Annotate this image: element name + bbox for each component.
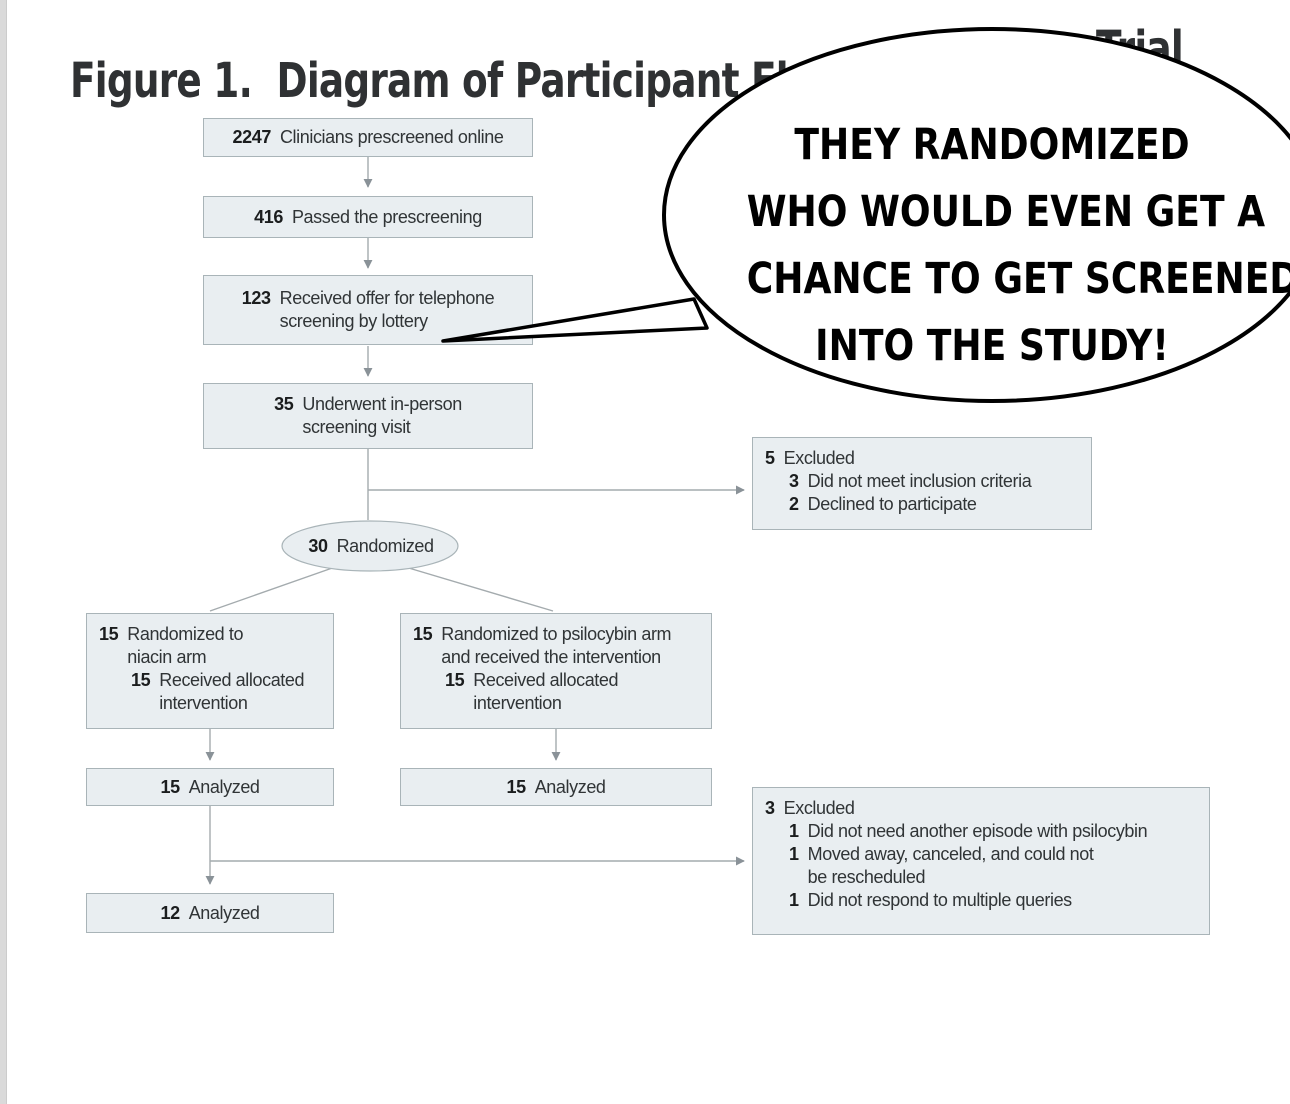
niacin-count: 15 <box>99 624 119 644</box>
excluded1-label: Excluded <box>783 448 855 468</box>
niacin-received-count: 15 <box>131 670 151 690</box>
analyzed-final-label: Analyzed <box>188 902 260 923</box>
niacin-received-label: Received allocated intervention <box>159 670 305 713</box>
offer-count: 123 <box>241 288 271 308</box>
randomized-ellipse <box>281 520 459 572</box>
randomized-label: Randomized <box>336 535 434 556</box>
excluded2-count: 3 <box>765 798 775 818</box>
excluded1-item-label: Declined to participate <box>807 494 977 514</box>
psilocybin-count: 15 <box>413 624 433 644</box>
psilocybin-received-count: 15 <box>445 670 465 690</box>
passed-label: Passed the prescreening <box>291 206 482 227</box>
excluded2-label: Excluded <box>783 798 855 818</box>
excluded1-item-label: Did not meet inclusion criteria <box>807 471 1032 491</box>
randomized-label-group: 30 Randomized <box>283 523 459 569</box>
offer-label: Received offer for telephone screening b… <box>279 288 495 331</box>
prescreened-label: Clinicians prescreened online <box>279 127 504 147</box>
excluded2-item-count: 1 <box>789 821 799 841</box>
prescreened-count: 2247 <box>232 127 272 147</box>
excluded1-item-count: 3 <box>789 471 799 491</box>
bubble-line: WHO WOULD EVEN GET A <box>746 187 1266 237</box>
flow-box-analyzed-psilocybin: 15 Analyzed <box>400 768 712 806</box>
flow-box-psilocybin-arm: 15 Randomized to psilocybin arm and rece… <box>400 613 712 729</box>
analyzed-final-count: 12 <box>160 902 180 923</box>
analyzed-psilocybin-count: 15 <box>506 776 526 797</box>
excluded2-item-count: 1 <box>789 844 799 864</box>
inperson-count: 35 <box>274 394 294 414</box>
speech-bubble-text: THEY RANDOMIZED WHO WOULD EVEN GET A CHA… <box>746 112 1290 380</box>
bubble-line: THEY RANDOMIZED <box>794 120 1190 170</box>
psilocybin-label: Randomized to psilocybin arm and receive… <box>441 624 672 667</box>
flow-box-analyzed-niacin: 15 Analyzed <box>86 768 334 806</box>
flow-box-passed: 416 Passed the prescreening <box>203 196 533 238</box>
flow-box-inperson: 35 Underwent in-person screening visit <box>203 383 533 449</box>
analyzed-psilocybin-label: Analyzed <box>534 776 606 797</box>
excluded1-count: 5 <box>765 448 775 468</box>
bubble-line: CHANCE TO GET SCREENED <box>746 254 1290 304</box>
passed-count: 416 <box>254 206 283 227</box>
flow-box-analyzed-final: 12 Analyzed <box>86 893 334 933</box>
excluded1-item-count: 2 <box>789 494 799 514</box>
excluded2-item-count: 1 <box>789 890 799 910</box>
page-left-edge-strip <box>0 0 7 1104</box>
flow-box-excluded-screening: 5 Excluded 3 Did not meet inclusion crit… <box>752 437 1092 530</box>
analyzed-niacin-count: 15 <box>160 776 180 797</box>
randomized-count: 30 <box>308 535 328 556</box>
excluded2-item-label: Moved away, canceled, and could not be r… <box>807 844 1094 887</box>
flow-box-prescreened: 2247 Clinicians prescreened online <box>203 118 533 157</box>
bubble-line: INTO THE STUDY! <box>815 321 1169 371</box>
analyzed-niacin-label: Analyzed <box>188 776 260 797</box>
flow-box-offer: 123 Received offer for telephone screeni… <box>203 275 533 345</box>
speech-bubble-body <box>662 27 1290 403</box>
excluded2-item-label: Did not respond to multiple queries <box>807 890 1073 910</box>
flow-box-excluded-followup: 3 Excluded 1 Did not need another episod… <box>752 787 1210 935</box>
line-randomized-to-niacin <box>209 565 339 612</box>
excluded2-item-label: Did not need another episode with psiloc… <box>807 821 1148 841</box>
flow-box-niacin-arm: 15 Randomized to niacin arm 15 Received … <box>86 613 334 729</box>
inperson-label: Underwent in-person screening visit <box>302 394 462 437</box>
niacin-label: Randomized to niacin arm <box>127 624 244 667</box>
psilocybin-received-label: Received allocated intervention <box>473 670 619 713</box>
line-randomized-to-psilocybin <box>401 565 554 612</box>
speech-bubble-tail <box>441 297 709 343</box>
